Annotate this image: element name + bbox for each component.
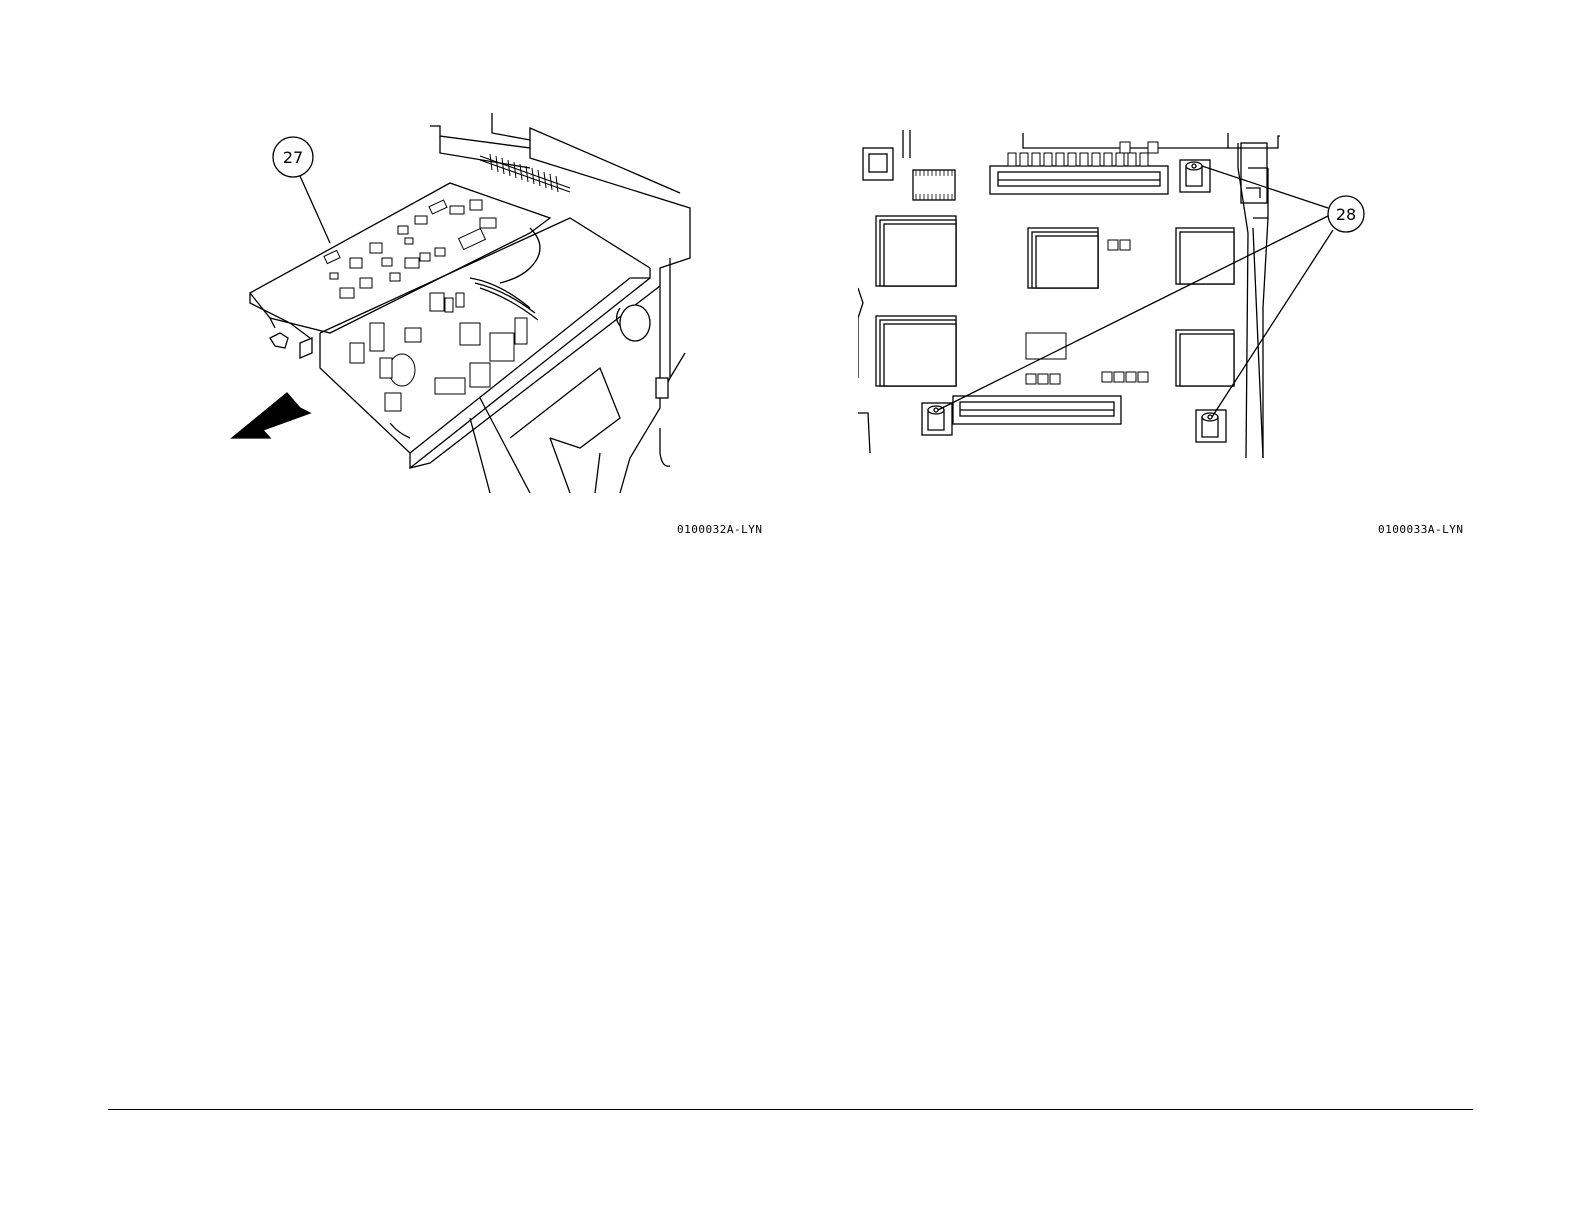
illustration-board-removal: 27 (230, 108, 700, 493)
illustration-board-standoffs: 28 (858, 128, 1398, 458)
standoff-bottom-left (922, 403, 952, 435)
standoff-top-right (1180, 160, 1210, 192)
svg-text:27: 27 (283, 148, 303, 167)
standoff-bottom-right (1196, 410, 1226, 442)
callout-27: 27 (273, 137, 330, 243)
callout-28: 28 (938, 166, 1364, 417)
svg-text:28: 28 (1336, 205, 1356, 224)
footer-divider (108, 1109, 1473, 1110)
figure-id-right: 0100033A-LYN (1378, 523, 1463, 536)
figure-id-left: 0100032A-LYN (677, 523, 762, 536)
pull-direction-arrow-icon (232, 393, 310, 438)
